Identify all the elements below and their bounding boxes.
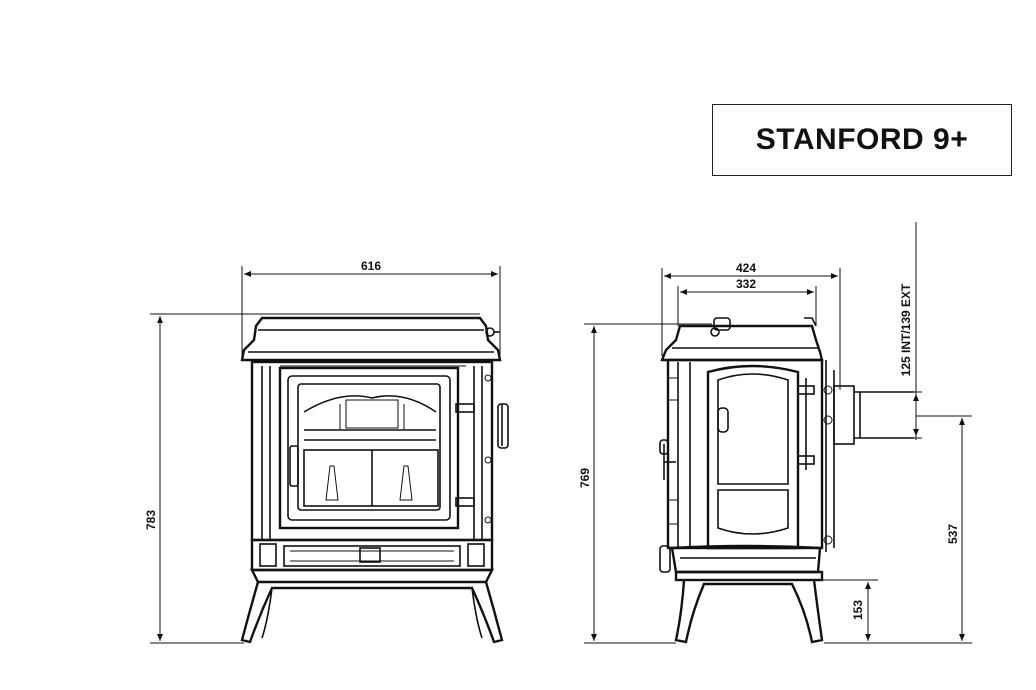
- side-height-dimension: 769: [578, 323, 712, 644]
- side-height-label: 769: [578, 468, 592, 488]
- front-height-label: 783: [144, 510, 158, 530]
- front-view: [240, 316, 509, 644]
- side-depth-outer-dimension: 424: [661, 261, 841, 390]
- front-height-dimension: 783: [144, 313, 480, 644]
- flue-height-label: 537: [946, 524, 960, 544]
- flue-diameter-dimension: 125 INT/139 EXT: [899, 222, 922, 440]
- side-depth-outer-label: 424: [736, 261, 756, 275]
- flue-height-dimension: 537: [824, 415, 972, 644]
- flue-diameter-label: 125 INT/139 EXT: [899, 283, 913, 376]
- side-depth-inner-label: 332: [736, 277, 756, 291]
- front-width-dimension: 616: [241, 259, 501, 356]
- model-title: STANFORD 9+: [712, 104, 1012, 176]
- leg-height-label: 153: [851, 600, 865, 620]
- side-view: [659, 317, 914, 644]
- leg-height-dimension: 153: [822, 579, 878, 641]
- front-width-label: 616: [361, 259, 381, 273]
- side-depth-inner-dimension: 332: [677, 277, 817, 326]
